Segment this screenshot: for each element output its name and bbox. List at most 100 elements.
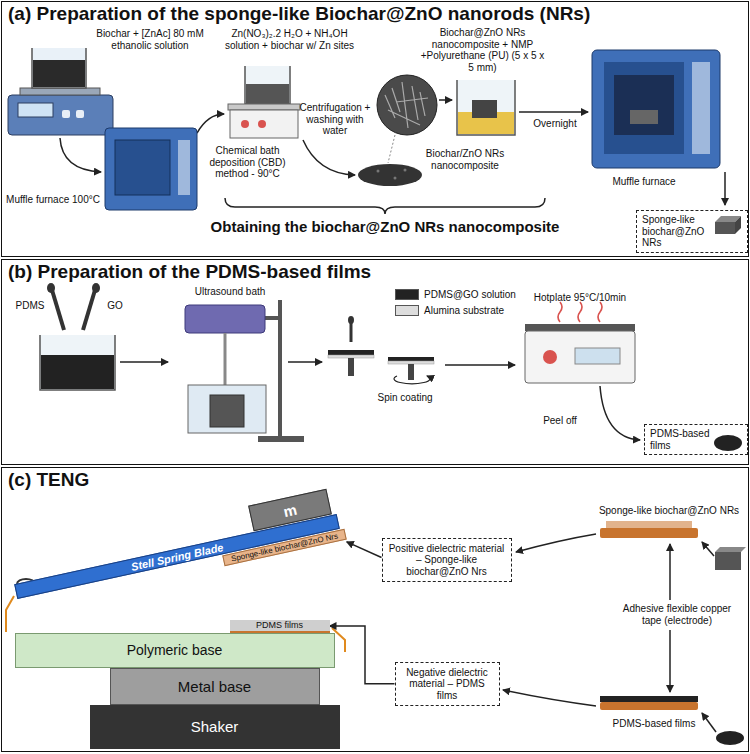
muffle-furnace-icon (592, 50, 720, 168)
annotation-label: Biochar/ZnO NRs nanocomposite (425, 148, 505, 171)
flow-arrow (519, 111, 588, 113)
beaker-icon (40, 335, 115, 390)
node-text: Polymeric base (127, 642, 223, 658)
ultrasound-bath-icon (265, 316, 280, 320)
muffle-furnace-icon (115, 140, 170, 195)
spin-coater-icon (328, 355, 374, 358)
spin-coater-icon (394, 376, 430, 384)
annotation-label: Hotplate 95°C/10min (512, 292, 648, 304)
leader-arrow (669, 630, 671, 692)
material-box: Positive dielectric material – Sponge-li… (382, 538, 512, 583)
flow-arrow (288, 361, 322, 363)
dropper-icon (92, 283, 100, 293)
copper-tape-film-icon (600, 696, 698, 702)
ultrasound-bath-icon (185, 300, 304, 442)
annotation-label: Centrifugation + washing with water (298, 102, 372, 137)
panel-heading: (c) TENG (2, 468, 748, 493)
annotation-label: PDMS-based films (598, 718, 710, 730)
hotplate-icon (558, 302, 602, 322)
sem-image-icon (388, 135, 395, 163)
sem-image-icon (377, 75, 437, 135)
legend-text: PDMS@GO solution (424, 289, 516, 301)
spin-coater-icon (388, 361, 434, 364)
muffle-furnace-icon (630, 110, 658, 124)
balance-icon (20, 88, 100, 95)
muffle-furnace-icon (604, 62, 684, 154)
pdms-film-icon (714, 435, 742, 451)
annotation-label: GO (100, 300, 130, 312)
dropper-icon (47, 283, 100, 330)
legend-entry: PDMS@GO solution (395, 289, 516, 301)
balance-icon (33, 60, 85, 87)
result-box: PDMS-based films (644, 424, 748, 455)
bracket (225, 198, 545, 214)
balance-icon (76, 110, 84, 118)
leader-arrow (702, 542, 714, 556)
legend-text: Alumina substrate (424, 305, 504, 317)
copper-tape-sponge-icon (606, 521, 692, 528)
balance-icon (18, 103, 53, 117)
sponge-sample-icon (715, 216, 741, 234)
annotation-label: Overnight (522, 118, 588, 130)
node-text: Positive dielectric material – Sponge-li… (389, 543, 505, 577)
shaker-block: Shaker (90, 705, 340, 749)
sem-image-icon (404, 169, 407, 172)
leader-arrow (516, 534, 596, 552)
dropper-icon (52, 290, 64, 330)
panel-heading: (a) Preparation of the sponge-like Bioch… (2, 2, 748, 27)
connector-arrow (347, 542, 382, 558)
spin-coater-icon (350, 322, 353, 342)
ultrasound-bath-icon (258, 436, 304, 442)
beaker-icon (40, 335, 115, 390)
result-box: Sponge-like biochar@ZnO NRs (636, 210, 748, 253)
muffle-furnace-icon (105, 128, 197, 210)
hotplate-icon (543, 350, 557, 364)
hotplate-icon (525, 324, 635, 331)
annotation-label: Ultrasound bath (180, 286, 280, 298)
flow-arrow (600, 386, 640, 440)
base-block: Polymeric base (15, 633, 335, 668)
pdms-layer: PDMS films (230, 620, 330, 633)
copper-tape-sponge-icon (600, 521, 746, 570)
flow-arrow (120, 361, 168, 363)
annotation-label: Biochar + [ZnAc] 80 mM ethanolic solutio… (95, 28, 205, 51)
flow-arrow (303, 140, 355, 175)
sem-image-icon (358, 164, 422, 186)
legend-swatch (395, 289, 419, 300)
base-block: Metal base (110, 668, 320, 705)
spin-coater-icon (388, 357, 434, 361)
copper-tape-sponge-icon (715, 552, 741, 570)
pu-beaker-icon (457, 80, 515, 135)
material-box: Negative dielectric material – PDMS film… (395, 662, 500, 707)
stirrer-hotplate-icon (228, 104, 300, 110)
hotplate-icon (525, 302, 635, 383)
node-text: Metal base (178, 678, 251, 695)
pu-beaker-icon (472, 100, 497, 118)
copper-tape-sponge-icon (715, 547, 746, 552)
stirrer-hotplate-icon (230, 110, 298, 138)
annotation-label: Muffle furnace 100°C (5, 194, 101, 206)
balance-icon (8, 95, 113, 135)
flow-arrow (445, 364, 515, 366)
node-text: PDMS films (256, 621, 303, 630)
hotplate-icon (525, 331, 635, 383)
dropper-icon (83, 290, 95, 330)
node-text: m (281, 500, 298, 519)
electrode-wire (6, 596, 14, 632)
balance-icon (62, 110, 70, 118)
leader-arrow (503, 690, 596, 706)
annotation-label: Biochar@ZnO NRs nanocomposite + NMP +Pol… (420, 27, 545, 73)
copper-tape-sponge-icon (600, 528, 698, 538)
stirrer-hotplate-icon (241, 120, 249, 128)
spin-coater-icon (348, 316, 354, 324)
panel: (b) Preparation of the PDMS-based filmsP… (1, 259, 749, 465)
muffle-furnace-icon (105, 128, 197, 210)
annotation-label: Adhesive flexible copper tape (electrode… (612, 603, 742, 626)
muffle-furnace-icon (614, 75, 674, 135)
spin-coater-icon (348, 358, 354, 376)
stirrer-hotplate-icon (246, 84, 289, 104)
spin-coater-icon (328, 350, 374, 355)
node-text: Negative dielectric material – PDMS film… (406, 667, 488, 701)
flow-arrow (439, 99, 452, 101)
annotation-label: Spin coating (355, 392, 455, 404)
